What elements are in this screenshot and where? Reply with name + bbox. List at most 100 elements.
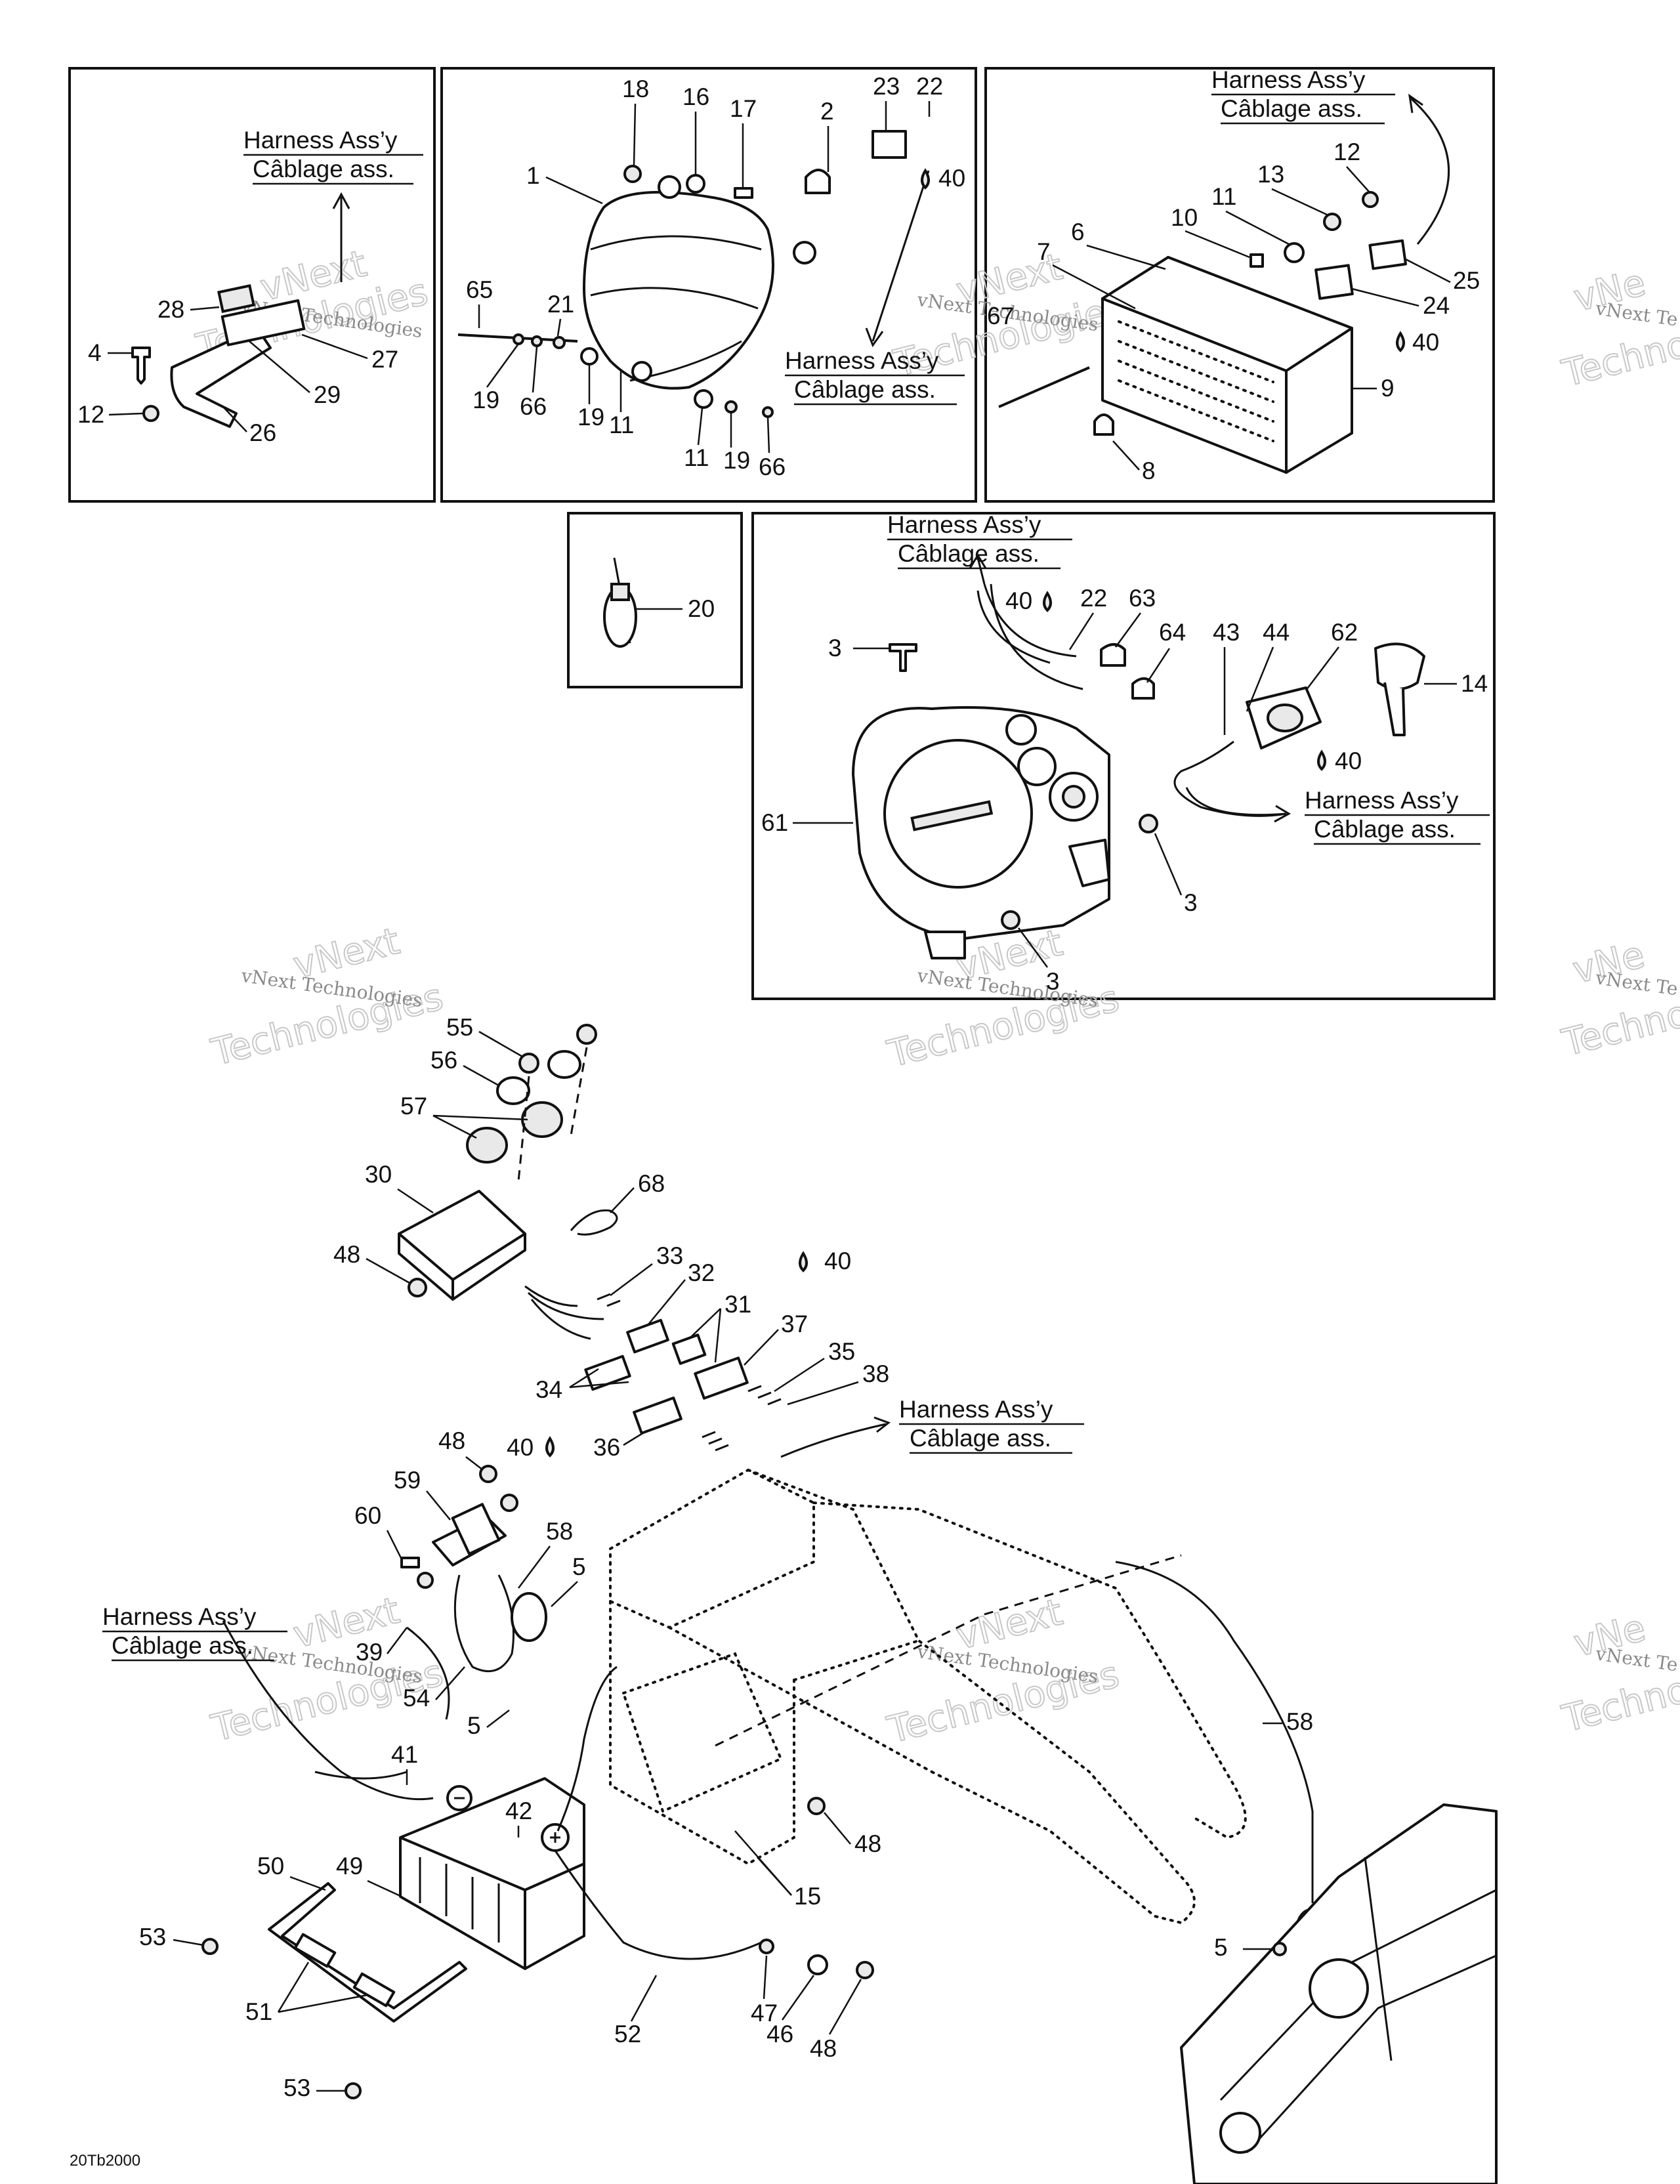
svg-text:39: 39 <box>356 1639 383 1666</box>
svg-text:vNext Te: vNext Te <box>1594 967 1679 999</box>
svg-text:50: 50 <box>257 1853 284 1880</box>
connector-36 <box>633 1396 682 1435</box>
bulb-64 <box>1131 677 1155 700</box>
harness-arrow <box>780 1416 891 1458</box>
svg-text:49: 49 <box>336 1853 363 1880</box>
instrument-cluster <box>852 553 1425 959</box>
svg-text:Câblage ass.: Câblage ass. <box>910 1425 1051 1452</box>
svg-text:34: 34 <box>536 1376 562 1403</box>
nut-12 <box>1362 191 1379 208</box>
tie-wrap-20 <box>603 557 637 648</box>
main-harness-label-connectors: Harness Ass’y Câblage ass. <box>899 1396 1084 1454</box>
svg-text:Harness Ass’y: Harness Ass’y <box>899 1396 1053 1423</box>
frame-centerline <box>715 1554 1182 1747</box>
screw-3 <box>889 643 917 672</box>
svg-text:12: 12 <box>1334 138 1360 165</box>
relay-assembly <box>131 192 350 428</box>
taillight-assembly <box>998 93 1450 474</box>
svg-text:9: 9 <box>1381 375 1395 402</box>
svg-text:42: 42 <box>505 1797 532 1824</box>
nut-66 <box>531 335 543 347</box>
svg-text:61: 61 <box>761 809 788 836</box>
callouts-panel-taillight: 12 13 11 10 6 7 67 25 24 40 9 8 <box>987 138 1480 484</box>
nut-66 <box>762 406 774 418</box>
svg-text:53: 53 <box>139 1923 166 1950</box>
svg-text:56: 56 <box>430 1047 457 1074</box>
panel-instrument-harness-label-top: Harness Ass’y Câblage ass. <box>887 511 1072 570</box>
callouts-panel-instrument: 40 22 63 64 43 44 62 14 3 61 40 3 3 <box>761 585 1488 995</box>
grommet-11 <box>580 347 598 366</box>
pad-51 <box>352 1972 396 2007</box>
svg-text:48: 48 <box>810 2035 837 2062</box>
svg-text:40: 40 <box>1335 747 1362 774</box>
indicator-2 <box>1017 747 1057 786</box>
cable-54 <box>453 1574 514 1673</box>
nut-12 <box>142 405 159 422</box>
svg-text:67: 67 <box>987 303 1014 329</box>
tie-wrap-68 <box>570 1209 618 1236</box>
svg-text:27: 27 <box>371 346 398 373</box>
svg-text:3: 3 <box>828 635 842 662</box>
screw-17 <box>734 187 753 199</box>
bulb-8 <box>1093 413 1114 436</box>
svg-text:14: 14 <box>1461 670 1488 697</box>
svg-text:24: 24 <box>1423 292 1450 319</box>
svg-text:12: 12 <box>77 401 104 428</box>
svg-text:20: 20 <box>688 595 715 622</box>
svg-text:3: 3 <box>1046 968 1060 995</box>
svg-text:52: 52 <box>614 2021 641 2048</box>
svg-text:4: 4 <box>88 339 102 366</box>
relay-bracket <box>170 327 272 428</box>
regulator-wires <box>524 1285 604 1340</box>
indicator-1 <box>1005 714 1037 746</box>
svg-text:55: 55 <box>446 1014 473 1041</box>
screw-53 <box>201 1938 219 1955</box>
nut-48 <box>408 1278 427 1297</box>
svg-text:43: 43 <box>1213 619 1240 646</box>
svg-text:22: 22 <box>1080 585 1107 612</box>
bulb-wires <box>976 583 1083 690</box>
svg-text:36: 36 <box>593 1434 620 1461</box>
svg-text:5: 5 <box>1214 1934 1228 1961</box>
chassis-frame <box>609 1468 1247 1925</box>
callouts-panel-relay: 28 27 4 29 12 26 <box>77 296 398 446</box>
svg-text:Câblage ass.: Câblage ass. <box>898 540 1040 567</box>
panel-taillight <box>984 67 1495 503</box>
svg-text:Câblage ass.: Câblage ass. <box>112 1632 253 1659</box>
svg-text:48: 48 <box>438 1427 465 1454</box>
harness-arrow <box>969 553 987 585</box>
svg-text:16: 16 <box>682 83 709 110</box>
headlight-tab <box>793 241 816 264</box>
svg-text:17: 17 <box>730 95 757 122</box>
damper-57 <box>521 1101 563 1138</box>
svg-text:1: 1 <box>526 162 540 189</box>
harness-arrow <box>332 192 350 282</box>
bolt-47 <box>759 1939 774 1954</box>
svg-text:15: 15 <box>794 1883 821 1910</box>
washer-19 <box>724 400 738 413</box>
svg-text:Câblage ass.: Câblage ass. <box>1221 95 1362 122</box>
svg-text:65: 65 <box>466 276 493 303</box>
nut-48 <box>500 1494 518 1512</box>
svg-text:10: 10 <box>1171 204 1198 231</box>
svg-text:vNext Te: vNext Te <box>1594 1643 1679 1675</box>
pad-51 <box>293 1933 337 1968</box>
svg-text:31: 31 <box>724 1291 751 1318</box>
switch-wires <box>1173 740 1287 817</box>
svg-text:11: 11 <box>1211 183 1236 210</box>
terminal-boot <box>511 1592 547 1642</box>
screw-4 <box>131 346 151 385</box>
nut-48 <box>479 1465 497 1483</box>
svg-text:40: 40 <box>824 1248 851 1274</box>
svg-text:68: 68 <box>638 1170 665 1197</box>
svg-text:48: 48 <box>333 1241 360 1268</box>
connector-37 <box>694 1356 749 1400</box>
svg-text:11: 11 <box>609 411 634 438</box>
callouts-main: 55 56 57 30 68 48 33 32 31 40 37 35 38 3… <box>139 1014 1313 2101</box>
svg-text:18: 18 <box>622 75 649 102</box>
svg-text:19: 19 <box>723 447 750 474</box>
svg-text:40: 40 <box>938 165 965 192</box>
bulb-2 <box>805 169 831 194</box>
panel-instrument <box>751 512 1496 1000</box>
